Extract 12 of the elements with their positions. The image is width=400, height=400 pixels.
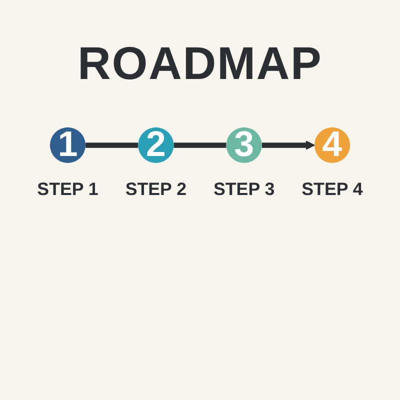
step-label: STEP 1 (37, 179, 98, 200)
step-circle: 1 (50, 124, 86, 165)
title: ROADMAP (78, 36, 322, 90)
step-circle: 4 (314, 124, 350, 165)
connector-line (174, 142, 226, 148)
step-label: STEP 4 (302, 179, 363, 200)
connector-line (262, 140, 315, 150)
connector-line (86, 142, 138, 148)
step-circle: 3 (226, 124, 262, 165)
step-label: STEP 3 (214, 179, 275, 200)
step-label: STEP 2 (125, 179, 186, 200)
step-circle: 2 (138, 124, 174, 165)
